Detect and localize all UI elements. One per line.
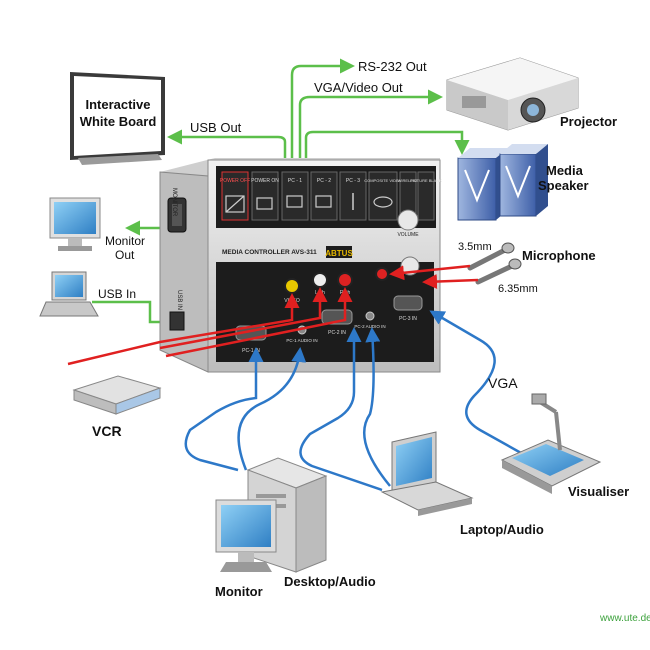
visualiser-device	[500, 393, 602, 494]
port-pc1-in-label: PC-1 IN	[242, 348, 260, 354]
speaker-cable	[304, 130, 470, 160]
visualiser-cable	[429, 310, 531, 460]
whiteboard-label-line2: White Board	[80, 114, 157, 129]
rca-jacks: VIDEO L-ch R-ch	[284, 267, 389, 304]
port-pc2-in-label: PC-2 IN	[328, 330, 346, 336]
pc1-button-label: PC - 1	[288, 178, 302, 184]
red-cables	[67, 264, 479, 366]
desktop-audio-label: Desktop/Audio	[284, 574, 376, 589]
rs232-label: RS-232 Out	[358, 59, 427, 74]
usb-in-laptop	[39, 271, 99, 317]
port-pc3-in-label: PC-3 IN	[399, 316, 417, 322]
laptop-audio-label: Laptop/Audio	[460, 522, 544, 537]
port-pc1-audio-label: PC-1 AUDIO IN	[286, 338, 317, 343]
monitor-label: Monitor	[215, 584, 263, 599]
laptop-vga-cable	[299, 327, 383, 492]
vcr-label: VCR	[92, 423, 122, 439]
volume-label: VOLUME	[397, 232, 419, 238]
laptop-device	[380, 431, 474, 516]
watermark-text: www.ute.de	[599, 613, 650, 624]
monitor-out-label-line2: Out	[115, 248, 135, 262]
media-speaker-label-line2: Speaker	[538, 178, 589, 193]
picture-blank-label: PICTURE BLANK	[410, 178, 442, 183]
vga-video-out-label: VGA/Video Out	[314, 80, 403, 95]
usb-out-cable	[167, 129, 287, 160]
side-usbin-label: USB IN	[176, 290, 182, 310]
laptop-audio-cable	[362, 327, 391, 487]
monitor-out-label-line1: Monitor	[105, 234, 145, 248]
monitor-out-device	[49, 197, 101, 251]
vcr-cable-l	[159, 287, 328, 350]
pc2-button-label: PC - 2	[317, 178, 331, 184]
visualiser-label: Visualiser	[568, 484, 629, 499]
projector-label: Projector	[560, 114, 617, 129]
vcr-device	[72, 375, 162, 415]
desktop-monitor	[215, 499, 277, 572]
mic-cable-1	[389, 264, 471, 281]
composite-video-label: COMPOSITE VIDEO	[364, 178, 402, 183]
usb-out-label: USB Out	[190, 120, 242, 135]
media-speakers	[457, 144, 548, 221]
projector	[446, 57, 579, 131]
vcr-cable	[67, 293, 300, 366]
pc3-button-label: PC - 3	[346, 178, 360, 184]
power-off-label: POWER OFF	[220, 178, 250, 184]
blue-cables	[184, 310, 531, 492]
vga-video-out-cable	[298, 89, 443, 160]
mic-635-label: 6.35mm	[498, 283, 538, 295]
microphone-label: Microphone	[522, 248, 596, 263]
mic-35-label: 3.5mm	[458, 241, 492, 253]
rs232-cable	[290, 58, 355, 160]
usb-in-label: USB In	[98, 287, 136, 301]
microphones	[467, 242, 522, 285]
desktop-audio-cable	[237, 347, 307, 471]
desktop-vga-cable	[184, 347, 264, 472]
interactive-whiteboard: Interactive White Board	[70, 72, 165, 165]
vcr-cable-r	[165, 287, 353, 358]
whiteboard-label-line1: Interactive	[85, 97, 150, 112]
side-monitor-label: MONITOR	[171, 188, 177, 217]
vga-label: VGA	[488, 375, 518, 391]
wireless-label: WIRELESS	[398, 178, 419, 183]
port-pc2-audio-label: PC-2 AUDIO IN	[354, 324, 385, 329]
device-model-label: MEDIA CONTROLLER AVS-311	[222, 249, 317, 256]
media-speaker-label-line1: Media	[546, 163, 584, 178]
device-brand: ABTUS	[325, 249, 353, 258]
power-on-label: POWER ON	[251, 178, 279, 184]
mic-cable-2	[422, 274, 479, 290]
green-cables	[92, 58, 470, 330]
vga-ports: PC-1 IN PC-1 AUDIO IN PC-2 IN PC-2 AUDIO…	[235, 295, 423, 354]
